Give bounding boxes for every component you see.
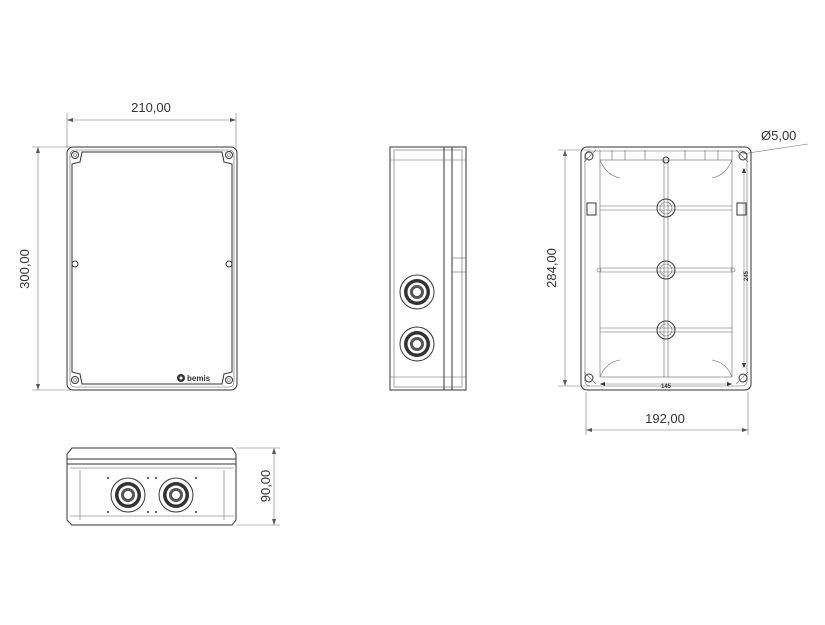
hole-diameter-label: Ø5,00 xyxy=(761,128,796,143)
bottom-view: 90,00 xyxy=(66,447,280,526)
front-width-label: 210,00 xyxy=(131,100,171,115)
cable-gland-top xyxy=(399,274,435,310)
back-view: Ø5,00 284,00 192,00 xyxy=(544,128,809,435)
brand-logo: bemis xyxy=(177,374,211,383)
side-view xyxy=(389,146,467,391)
inner-width-label: 145 xyxy=(661,384,672,390)
front-height-label: 300,00 xyxy=(17,249,32,289)
cable-gland-left xyxy=(110,477,146,513)
brand-logo-text: bemis xyxy=(187,374,211,383)
inner-height-label: 245 xyxy=(744,270,750,281)
back-height-label: 284,00 xyxy=(544,248,559,288)
side-depth-label: 90,00 xyxy=(258,470,273,503)
back-width-label: 192,00 xyxy=(645,411,685,426)
front-view: 210,00 300,00 bemis xyxy=(17,100,238,391)
cable-gland-right xyxy=(158,477,194,513)
cable-gland-bottom xyxy=(399,326,435,362)
